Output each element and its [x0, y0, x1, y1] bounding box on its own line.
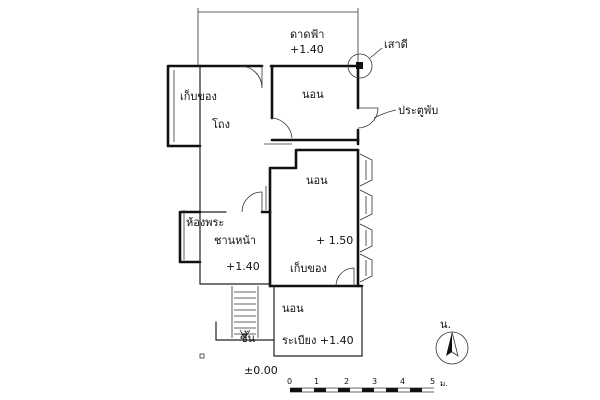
stair-label: ขึ้น [240, 330, 256, 345]
hall-label: โถง [212, 117, 230, 131]
column-label: เสาดี [384, 38, 408, 51]
bedroom-mid-label: นอน [306, 174, 328, 187]
terrace-outline [197, 8, 359, 66]
front-porch-label: ชานหน้า [214, 234, 256, 247]
scale-unit: ม. [440, 379, 448, 388]
door-label: ประตูพับ [398, 104, 438, 117]
main-walls [166, 64, 364, 357]
column-marker [347, 47, 383, 79]
north-arrow: น. [435, 318, 469, 365]
small-marker [199, 353, 205, 359]
terrace-label: ดาดฟ้า [290, 28, 324, 41]
mid-level: + 1.50 [316, 234, 353, 247]
north-label: น. [440, 318, 451, 331]
door-leader [373, 109, 397, 119]
scale-tick-4: 4 [400, 377, 405, 386]
scale-tick-1: 1 [314, 377, 319, 386]
stairs [231, 286, 259, 340]
storage-shelves [173, 70, 185, 260]
shrine-label: ห้องพระ [186, 216, 224, 229]
scale-tick-3: 3 [372, 377, 377, 386]
bedroom-bottom-label: นอน [282, 302, 304, 315]
scale-tick-2: 2 [344, 377, 349, 386]
storage-mid-label: เก็บของ [290, 261, 327, 275]
window-bays [359, 153, 373, 283]
ground-level: ±0.00 [244, 364, 278, 377]
scale-tick-5: 5 [430, 377, 435, 386]
scale-tick-0: 0 [287, 377, 292, 386]
bedroom-top-label: นอน [302, 88, 324, 101]
porch-level: +1.40 [226, 260, 260, 273]
terrace-level: +1.40 [290, 43, 324, 56]
storage-left-label: เก็บของ [180, 89, 217, 103]
veranda-label: ระเบียง +1.40 [282, 334, 354, 347]
door-swings [239, 65, 379, 287]
scale-bar: 0 1 2 3 4 5 ม. [287, 377, 448, 393]
